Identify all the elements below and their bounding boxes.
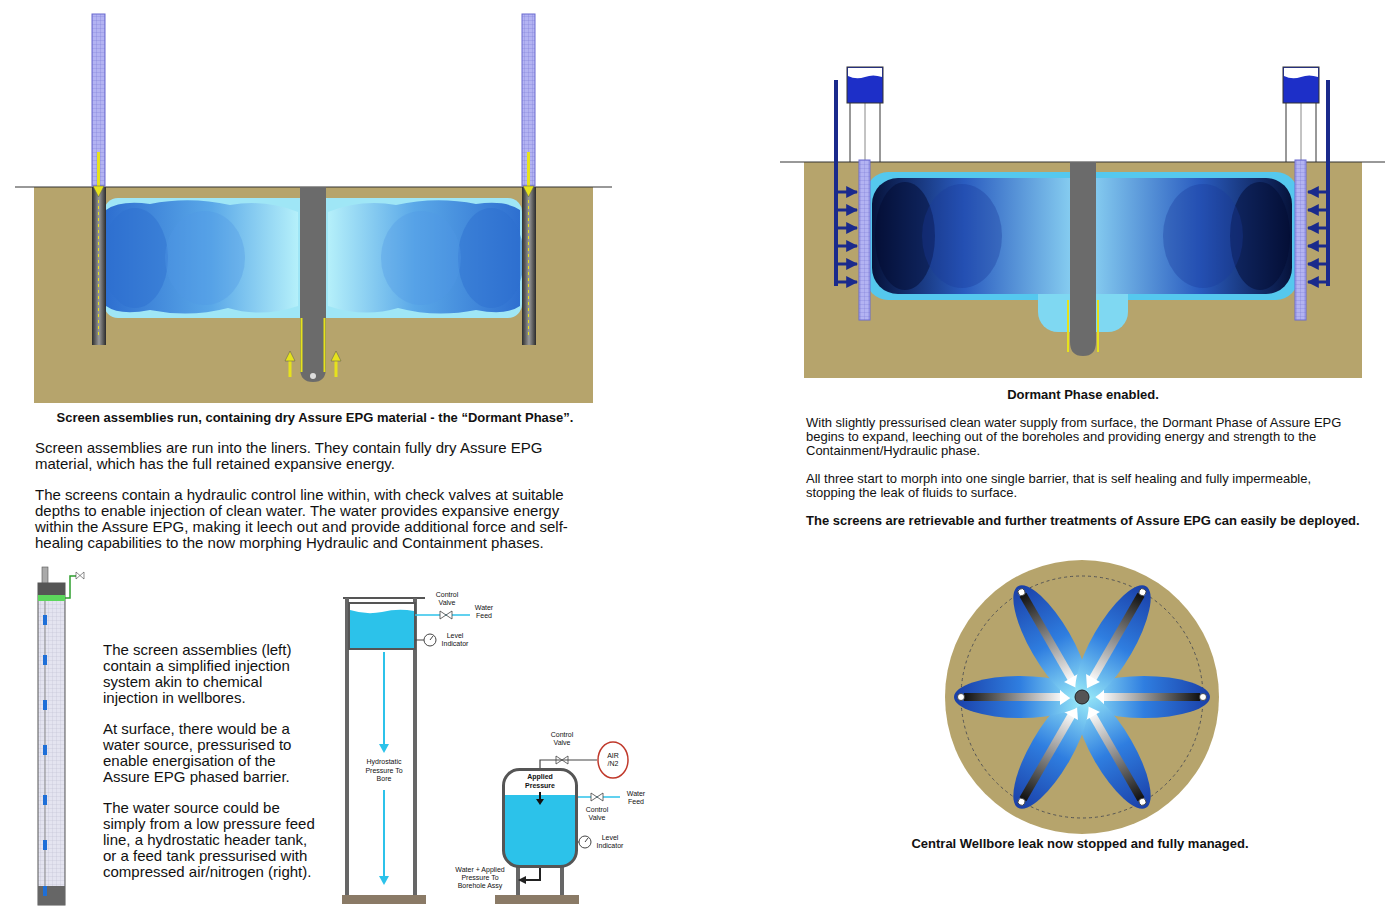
- figure-caption: Screen assemblies run, containing dry As…: [10, 410, 620, 425]
- part-label: Water Feed: [470, 604, 498, 620]
- pressure-vessel-stand: [495, 756, 620, 904]
- figure-caption: Central Wellbore leak now stopped and fu…: [880, 836, 1280, 851]
- plan-view: [945, 560, 1219, 834]
- part-label: Control Valve: [583, 806, 611, 822]
- part-label: Level Indicator: [438, 632, 472, 648]
- node-text: Applied Pressure: [518, 773, 562, 790]
- screen-assembly: [38, 567, 84, 905]
- part-label: Water + Applied Pressure To Borehole Ass…: [448, 866, 512, 890]
- body-paragraph: The water source could be simply from a …: [103, 800, 318, 880]
- vessel-body: [504, 770, 577, 867]
- gas-supply-circle: AIR /N2: [597, 741, 629, 779]
- part-label: Hydrostatic Pressure To Bore: [362, 758, 406, 784]
- body-paragraph: The screen assemblies (left) contain a s…: [103, 642, 318, 706]
- node-text: AIR /N2: [603, 752, 623, 769]
- part-label: Level Indicator: [593, 834, 627, 850]
- body-paragraph: Screen assemblies are run into the liner…: [35, 440, 600, 472]
- body-paragraph: With slightly pressurised clean water su…: [806, 416, 1354, 458]
- part-label: Control Valve: [434, 591, 460, 607]
- part-label: Water Feed: [622, 790, 650, 806]
- pressure-arrow-head: [536, 799, 544, 805]
- part-label: Control Valve: [548, 731, 576, 747]
- body-paragraph: All three start to morph into one single…: [806, 472, 1354, 500]
- connector-line: [540, 760, 597, 768]
- body-paragraph: At surface, there would be a water sourc…: [103, 721, 318, 785]
- gas-bottle-outline: [598, 742, 628, 778]
- enabled-phase-scene: [780, 67, 1385, 378]
- pressure-arrow: [539, 792, 541, 800]
- body-paragraph: The screens contain a hydraulic control …: [35, 487, 600, 551]
- figure-caption: Dormant Phase enabled.: [804, 387, 1362, 402]
- dormant-phase-scene: [15, 14, 612, 403]
- body-paragraph: The screens are retrievable and further …: [806, 514, 1376, 528]
- pressure-vessel: Applied Pressure: [502, 768, 578, 868]
